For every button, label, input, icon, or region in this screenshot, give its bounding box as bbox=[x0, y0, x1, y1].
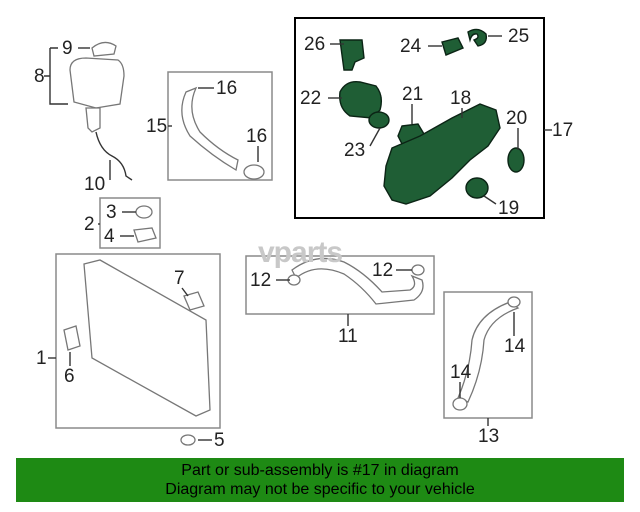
banner-line-1: Part or sub-assembly is #17 in diagram bbox=[181, 462, 459, 479]
callout-25: 25 bbox=[508, 26, 529, 47]
part-6-bracket[interactable] bbox=[63, 325, 81, 351]
callout-1: 1 bbox=[36, 348, 47, 369]
reservoir-tank[interactable] bbox=[69, 57, 125, 109]
part-19-oring[interactable] bbox=[465, 177, 489, 199]
callout-2: 2 bbox=[84, 214, 95, 235]
part-24-sensor[interactable] bbox=[441, 37, 464, 56]
banner-line-2: Diagram may not be specific to your vehi… bbox=[165, 481, 475, 498]
callout-11: 11 bbox=[338, 326, 358, 347]
part-14-clamp-top[interactable] bbox=[507, 296, 521, 308]
callout-8: 8 bbox=[34, 66, 45, 87]
part-9-cap[interactable] bbox=[91, 41, 117, 57]
part-23-gasket[interactable] bbox=[368, 111, 390, 129]
callout-9: 9 bbox=[62, 38, 73, 59]
leader-lines bbox=[44, 35, 552, 441]
callout-17: 17 bbox=[552, 120, 573, 141]
callout-19: 19 bbox=[498, 198, 519, 219]
part-5-mount[interactable] bbox=[180, 434, 196, 446]
callout-18: 18 bbox=[450, 88, 471, 109]
cooling-system-diagram: 9 8 10 16 15 16 2 3 4 1 6 7 5 12 12 11 1… bbox=[34, 17, 573, 451]
callout-5: 5 bbox=[214, 430, 225, 451]
part-20-gasket[interactable] bbox=[507, 147, 525, 173]
part-16-clamp[interactable] bbox=[243, 164, 265, 180]
callout-4: 4 bbox=[104, 226, 115, 247]
callout-22: 22 bbox=[300, 88, 321, 109]
hose-13[interactable] bbox=[457, 301, 520, 403]
hose-11[interactable] bbox=[291, 257, 424, 305]
callout-14-right: 14 bbox=[504, 336, 526, 357]
callout-7: 7 bbox=[174, 268, 185, 289]
callout-15: 15 bbox=[146, 116, 167, 137]
callout-12-right: 12 bbox=[372, 260, 393, 281]
callout-6: 6 bbox=[64, 366, 75, 387]
part-3-grommet[interactable] bbox=[135, 205, 153, 219]
part-10-hose bbox=[95, 131, 133, 181]
info-banner: Part or sub-assembly is #17 in diagram D… bbox=[16, 458, 624, 502]
radiator-group[interactable] bbox=[55, 253, 221, 446]
hose-11-group[interactable] bbox=[245, 255, 435, 315]
callout-21: 21 bbox=[402, 84, 423, 105]
part-4-bracket[interactable] bbox=[133, 227, 157, 243]
callout-26: 26 bbox=[304, 34, 325, 55]
callout-20: 20 bbox=[506, 108, 527, 129]
callout-3: 3 bbox=[106, 202, 117, 223]
part-25-clip[interactable] bbox=[467, 28, 488, 47]
callout-13: 13 bbox=[478, 426, 499, 447]
reservoir-neck bbox=[85, 107, 101, 133]
hose-15[interactable] bbox=[181, 86, 239, 172]
part-26-bracket[interactable] bbox=[339, 39, 365, 71]
callout-16-top: 16 bbox=[216, 78, 237, 99]
part-7-cap[interactable] bbox=[183, 291, 205, 311]
radiator-core[interactable] bbox=[83, 259, 211, 417]
callout-10: 10 bbox=[84, 174, 105, 195]
callout-23: 23 bbox=[344, 140, 365, 161]
part-22-fitting[interactable] bbox=[339, 81, 383, 119]
callout-12-left: 12 bbox=[250, 270, 271, 291]
part-12-clamp-right[interactable] bbox=[411, 264, 425, 276]
part-14-clamp-bottom[interactable] bbox=[452, 397, 468, 411]
callout-16-bottom: 16 bbox=[246, 126, 267, 147]
callout-14-left: 14 bbox=[450, 362, 472, 383]
reservoir-group[interactable] bbox=[69, 41, 133, 181]
assembly-17-group[interactable] bbox=[294, 17, 545, 219]
bracket-2-group[interactable] bbox=[99, 197, 161, 249]
vparts-watermark: vparts bbox=[258, 236, 343, 269]
callout-24: 24 bbox=[400, 36, 422, 57]
